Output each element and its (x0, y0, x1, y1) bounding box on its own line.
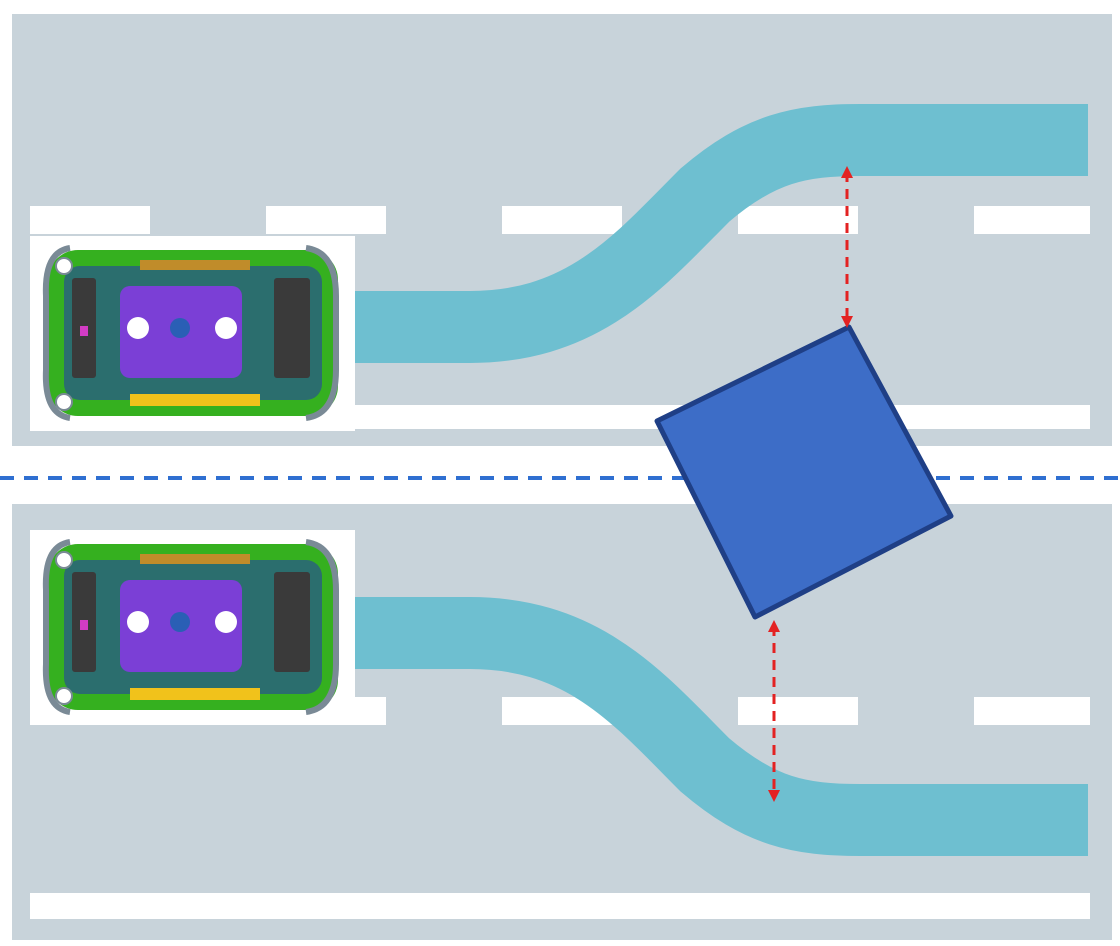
lower-vehicle (30, 530, 355, 725)
lane-dash (30, 206, 150, 234)
lane-dash (974, 697, 1090, 725)
obstacle-box (654, 324, 954, 620)
lane-dash (502, 206, 622, 234)
lane-dash (738, 206, 858, 234)
lane-dash (738, 697, 858, 725)
median-band (0, 446, 1120, 504)
upper-avoidance-path (355, 104, 1088, 363)
upper-vehicle (30, 236, 355, 431)
lane-dash (266, 206, 386, 234)
lane-dash (974, 206, 1090, 234)
lower-avoidance-path (355, 597, 1088, 856)
upper-lane-dashes (30, 206, 1090, 234)
lower-road-edge-line (30, 893, 1090, 919)
